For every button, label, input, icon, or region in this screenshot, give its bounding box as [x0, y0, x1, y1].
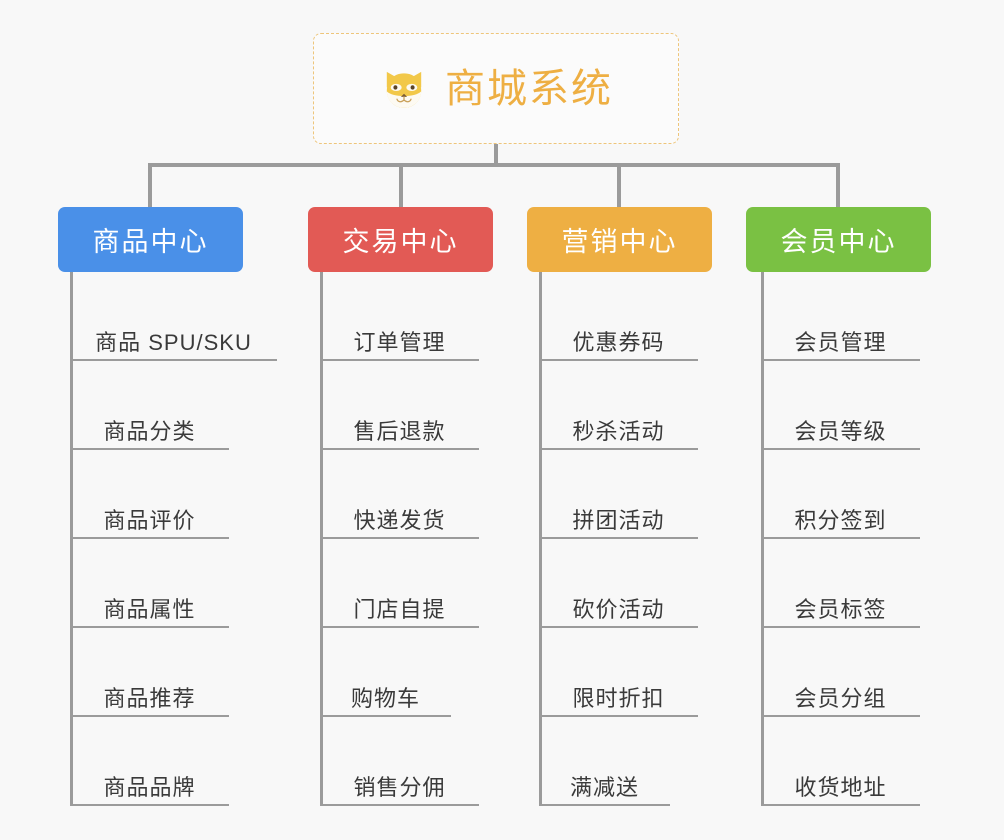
connector-drop-category-4: [836, 163, 840, 207]
leaf-item-label: 销售分佣: [353, 774, 446, 800]
category-node-3[interactable]: 营销中心: [527, 207, 712, 272]
leaf-item-label: 会员等级: [794, 418, 887, 444]
leaf-item[interactable]: 商品分类: [70, 361, 229, 450]
leaf-item[interactable]: 商品属性: [70, 539, 229, 628]
connector-spine-1: [70, 272, 73, 806]
leaf-item-label: 满减送: [569, 774, 639, 800]
leaf-item-label: 购物车: [350, 685, 420, 711]
leaf-item[interactable]: 购物车: [320, 628, 451, 717]
leaf-item[interactable]: 商品推荐: [70, 628, 229, 717]
leaf-item[interactable]: 会员管理: [761, 272, 920, 361]
leaf-item[interactable]: 会员标签: [761, 539, 920, 628]
leaf-item[interactable]: 门店自提: [320, 539, 479, 628]
leaf-item[interactable]: 限时折扣: [539, 628, 698, 717]
leaf-item[interactable]: 收货地址: [761, 717, 920, 806]
category-node-2-label: 交易中心: [342, 227, 459, 257]
connector-spine-2: [320, 272, 323, 806]
leaf-item[interactable]: 会员分组: [761, 628, 920, 717]
category-node-1[interactable]: 商品中心: [58, 207, 243, 272]
connector-horizontal-bus: [148, 163, 840, 167]
leaf-item[interactable]: 销售分佣: [320, 717, 479, 806]
leaf-item-label: 积分签到: [794, 507, 887, 533]
leaf-item[interactable]: 满减送: [539, 717, 670, 806]
leaf-item-label: 订单管理: [353, 329, 446, 355]
leaf-item-label: 商品品牌: [103, 774, 196, 800]
leaf-item-label: 售后退款: [353, 418, 446, 444]
leaf-item-label: 砍价活动: [572, 596, 665, 622]
leaf-item-label: 会员管理: [794, 329, 887, 355]
leaf-item[interactable]: 拼团活动: [539, 450, 698, 539]
category-node-4-label: 会员中心: [780, 227, 897, 257]
category-node-1-label: 商品中心: [92, 227, 209, 257]
connector-drop-category-3: [617, 163, 621, 207]
category-node-3-label: 营销中心: [561, 227, 678, 257]
leaf-item[interactable]: 售后退款: [320, 361, 479, 450]
leaf-item-label: 收货地址: [794, 774, 887, 800]
root-node-mall-system[interactable]: 商城系统: [313, 33, 679, 144]
root-node-title: 商城系统: [445, 66, 613, 111]
leaf-item-label: 会员标签: [794, 596, 887, 622]
leaf-item[interactable]: 快递发货: [320, 450, 479, 539]
connector-root-stem: [494, 144, 498, 165]
leaf-item-label: 优惠券码: [572, 329, 665, 355]
connector-drop-category-2: [399, 163, 403, 207]
leaf-item-label: 商品 SPU/SKU: [95, 329, 252, 355]
leaf-item[interactable]: 秒杀活动: [539, 361, 698, 450]
leaf-item[interactable]: 商品品牌: [70, 717, 229, 806]
leaf-item[interactable]: 砍价活动: [539, 539, 698, 628]
leaf-item-label: 限时折扣: [572, 685, 665, 711]
leaf-item-label: 快递发货: [353, 507, 446, 533]
leaf-item-label: 会员分组: [794, 685, 887, 711]
connector-spine-4: [761, 272, 764, 806]
leaf-item-label: 门店自提: [353, 596, 446, 622]
leaf-item[interactable]: 积分签到: [761, 450, 920, 539]
leaf-item[interactable]: 优惠券码: [539, 272, 698, 361]
leaf-item[interactable]: 商品评价: [70, 450, 229, 539]
leaf-item-label: 商品评价: [103, 507, 196, 533]
leaf-item[interactable]: 会员等级: [761, 361, 920, 450]
leaf-item[interactable]: 订单管理: [320, 272, 479, 361]
shiba-dog-face-icon: [379, 64, 429, 114]
category-node-4[interactable]: 会员中心: [746, 207, 931, 272]
connector-spine-3: [539, 272, 542, 806]
leaf-item-label: 拼团活动: [572, 507, 665, 533]
leaf-item-label: 秒杀活动: [572, 418, 665, 444]
leaf-item[interactable]: 商品 SPU/SKU: [70, 272, 277, 361]
leaf-item-label: 商品推荐: [103, 685, 196, 711]
leaf-item-label: 商品属性: [103, 596, 196, 622]
connector-drop-category-1: [148, 163, 152, 207]
leaf-item-label: 商品分类: [103, 418, 196, 444]
category-node-2[interactable]: 交易中心: [308, 207, 493, 272]
